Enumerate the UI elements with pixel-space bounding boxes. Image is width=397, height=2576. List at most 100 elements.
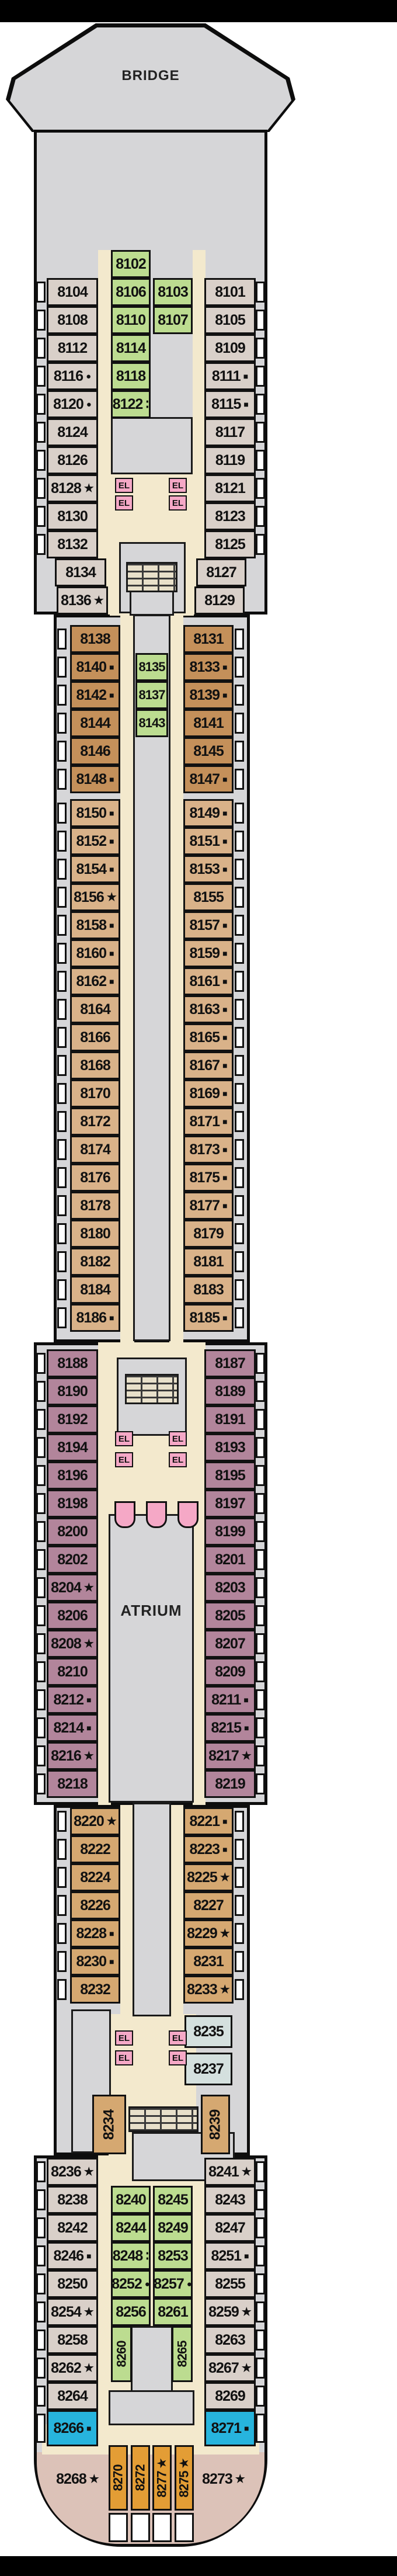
cabin-8262[interactable]: 8262★ xyxy=(47,2354,98,2382)
cabin-8275[interactable]: 8275★ xyxy=(175,2445,194,2511)
cabin-8210[interactable]: 8210 xyxy=(47,1658,98,1686)
cabin-8139[interactable]: 8139■ xyxy=(183,681,234,709)
cabin-8219[interactable]: 8219 xyxy=(204,1770,256,1798)
cabin-8202[interactable]: 8202 xyxy=(47,1546,98,1574)
cabin-8186[interactable]: 8186■ xyxy=(70,1304,120,1332)
cabin-8250[interactable]: 8250 xyxy=(47,2270,98,2298)
cabin-8192[interactable]: 8192 xyxy=(47,1405,98,1433)
cabin-8240[interactable]: 8240 xyxy=(111,2186,151,2214)
cabin-8127[interactable]: 8127 xyxy=(196,558,246,586)
cabin-8143[interactable]: 8143 xyxy=(135,709,168,737)
cabin-8268[interactable]: 8268★ xyxy=(46,2466,110,2492)
cabin-8215[interactable]: 8215■ xyxy=(204,1714,256,1742)
cabin-8123[interactable]: 8123 xyxy=(204,502,256,530)
cabin-8109[interactable]: 8109 xyxy=(204,334,256,362)
cabin-8172[interactable]: 8172 xyxy=(70,1108,120,1136)
cabin-8142[interactable]: 8142■ xyxy=(70,681,120,709)
cabin-8243[interactable]: 8243 xyxy=(204,2186,256,2214)
cabin-8148[interactable]: 8148■ xyxy=(70,765,120,793)
cabin-8231[interactable]: 8231 xyxy=(183,1947,234,1976)
cabin-8207[interactable]: 8207 xyxy=(204,1630,256,1658)
cabin-8249[interactable]: 8249 xyxy=(153,2214,193,2242)
cabin-8226[interactable]: 8226 xyxy=(70,1891,120,1919)
cabin-8151[interactable]: 8151■ xyxy=(183,827,234,855)
cabin-8165[interactable]: 8165■ xyxy=(183,1023,234,1051)
cabin-8180[interactable]: 8180 xyxy=(70,1220,120,1248)
cabin-8164[interactable]: 8164 xyxy=(70,995,120,1023)
cabin-8185[interactable]: 8185■ xyxy=(183,1304,234,1332)
cabin-8166[interactable]: 8166 xyxy=(70,1023,120,1051)
cabin-8162[interactable]: 8162■ xyxy=(70,967,120,995)
cabin-8224[interactable]: 8224 xyxy=(70,1863,120,1891)
cabin-8173[interactable]: 8173■ xyxy=(183,1136,234,1164)
cabin-8269[interactable]: 8269 xyxy=(204,2382,256,2410)
cabin-8145[interactable]: 8145 xyxy=(183,737,234,765)
cabin-8205[interactable]: 8205 xyxy=(204,1602,256,1630)
cabin-8103[interactable]: 8103 xyxy=(153,278,193,306)
cabin-8242[interactable]: 8242 xyxy=(47,2214,98,2242)
cabin-8206[interactable]: 8206 xyxy=(47,1602,98,1630)
cabin-8254[interactable]: 8254★ xyxy=(47,2298,98,2326)
cabin-8134[interactable]: 8134 xyxy=(55,558,106,586)
cabin-8256[interactable]: 8256 xyxy=(111,2298,151,2326)
cabin-8154[interactable]: 8154■ xyxy=(70,855,120,883)
cabin-8263[interactable]: 8263 xyxy=(204,2326,256,2354)
cabin-8130[interactable]: 8130 xyxy=(47,502,98,530)
cabin-8212[interactable]: 8212■ xyxy=(47,1686,98,1714)
cabin-8199[interactable]: 8199 xyxy=(204,1518,256,1546)
cabin-8170[interactable]: 8170 xyxy=(70,1079,120,1108)
cabin-8273[interactable]: 8273★ xyxy=(191,2466,256,2492)
cabin-8174[interactable]: 8174 xyxy=(70,1136,120,1164)
cabin-8270[interactable]: 8270 xyxy=(109,2445,128,2511)
cabin-8155[interactable]: 8155 xyxy=(183,883,234,911)
cabin-8150[interactable]: 8150■ xyxy=(70,799,120,827)
cabin-8244[interactable]: 8244 xyxy=(111,2214,151,2242)
cabin-8260[interactable]: 8260 xyxy=(111,2326,132,2382)
cabin-8181[interactable]: 8181 xyxy=(183,1248,234,1276)
cabin-8184[interactable]: 8184 xyxy=(70,1276,120,1304)
cabin-8200[interactable]: 8200 xyxy=(47,1518,98,1546)
cabin-8248[interactable]: 8248∶ xyxy=(111,2242,151,2270)
cabin-8253[interactable]: 8253 xyxy=(153,2242,193,2270)
cabin-8182[interactable]: 8182 xyxy=(70,1248,120,1276)
cabin-8241[interactable]: 8241★ xyxy=(204,2158,256,2186)
cabin-8228[interactable]: 8228■ xyxy=(70,1919,120,1947)
cabin-8266[interactable]: 8266■ xyxy=(47,2410,98,2446)
cabin-8108[interactable]: 8108 xyxy=(47,306,98,334)
cabin-8216[interactable]: 8216★ xyxy=(47,1742,98,1770)
cabin-8118[interactable]: 8118 xyxy=(111,362,151,390)
cabin-8257[interactable]: 8257● xyxy=(153,2270,193,2298)
cabin-8197[interactable]: 8197 xyxy=(204,1490,256,1518)
cabin-8136[interactable]: 8136★ xyxy=(57,586,108,615)
cabin-8211[interactable]: 8211■ xyxy=(204,1686,256,1714)
cabin-8176[interactable]: 8176 xyxy=(70,1164,120,1192)
cabin-8140[interactable]: 8140■ xyxy=(70,653,120,681)
cabin-8252[interactable]: 8252● xyxy=(111,2270,151,2298)
cabin-8157[interactable]: 8157■ xyxy=(183,911,234,939)
cabin-8128[interactable]: 8128★ xyxy=(47,474,98,502)
cabin-8167[interactable]: 8167■ xyxy=(183,1051,234,1079)
cabin-8220[interactable]: 8220★ xyxy=(70,1807,120,1835)
cabin-8161[interactable]: 8161■ xyxy=(183,967,234,995)
cabin-8208[interactable]: 8208★ xyxy=(47,1630,98,1658)
cabin-8246[interactable]: 8246■ xyxy=(47,2242,98,2270)
cabin-8227[interactable]: 8227 xyxy=(183,1891,234,1919)
cabin-8237[interactable]: 8237 xyxy=(184,2053,232,2085)
cabin-8158[interactable]: 8158■ xyxy=(70,911,120,939)
cabin-8121[interactable]: 8121 xyxy=(204,474,256,502)
cabin-8152[interactable]: 8152■ xyxy=(70,827,120,855)
cabin-8251[interactable]: 8251■ xyxy=(204,2242,256,2270)
cabin-8194[interactable]: 8194 xyxy=(47,1433,98,1461)
cabin-8209[interactable]: 8209 xyxy=(204,1658,256,1686)
cabin-8232[interactable]: 8232 xyxy=(70,1976,120,2004)
cabin-8111[interactable]: 8111■ xyxy=(204,362,256,390)
cabin-8160[interactable]: 8160■ xyxy=(70,939,120,967)
cabin-8272[interactable]: 8272 xyxy=(131,2445,150,2511)
cabin-8138[interactable]: 8138 xyxy=(70,625,120,653)
cabin-8144[interactable]: 8144 xyxy=(70,709,120,737)
cabin-8247[interactable]: 8247 xyxy=(204,2214,256,2242)
cabin-8258[interactable]: 8258 xyxy=(47,2326,98,2354)
cabin-8198[interactable]: 8198 xyxy=(47,1490,98,1518)
cabin-8168[interactable]: 8168 xyxy=(70,1051,120,1079)
cabin-8193[interactable]: 8193 xyxy=(204,1433,256,1461)
